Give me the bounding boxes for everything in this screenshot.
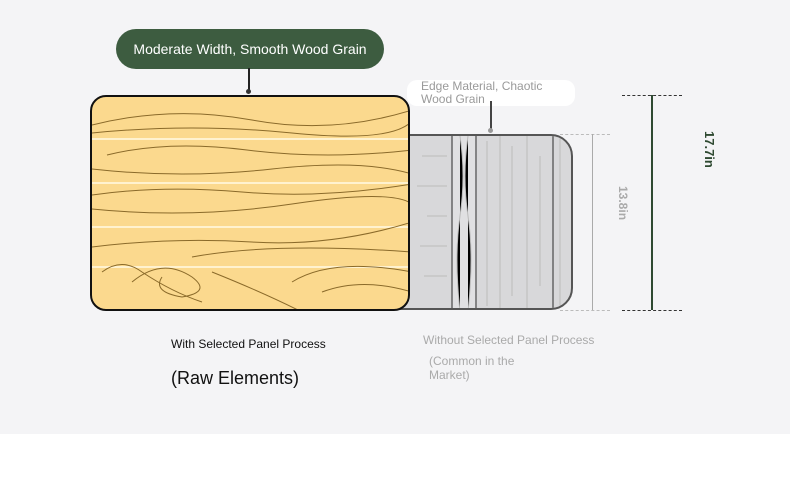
smooth-grain-callout: Moderate Width, Smooth Wood Grain [116,29,384,69]
dimension-guide [622,310,682,311]
callout-leader-line [248,68,250,92]
common-process-title: Without Selected Panel Process [423,333,595,347]
chaotic-grain-callout: Edge Material, Chaotic Wood Grain [407,80,575,106]
gray-wood-grain [417,136,561,308]
dimension-guide [560,310,610,311]
selected-process-title: With Selected Panel Process [171,337,326,351]
common-process-subtitle: (Common in the Market) [429,354,515,382]
callout-leader-line [490,101,492,131]
wood-grain [92,110,408,309]
common-panel-illustration [380,134,573,310]
dimension-guide [560,134,610,135]
dimension-label-large: 17.7in [702,131,717,168]
callout-dot [246,89,251,94]
selected-panel-illustration [90,95,410,311]
dimension-line-small [592,134,593,310]
dimension-label-small: 13.8in [616,186,630,221]
dimension-line-large [651,95,653,310]
selected-process-subtitle: (Raw Elements) [171,368,300,388]
callout-dot [488,128,493,133]
